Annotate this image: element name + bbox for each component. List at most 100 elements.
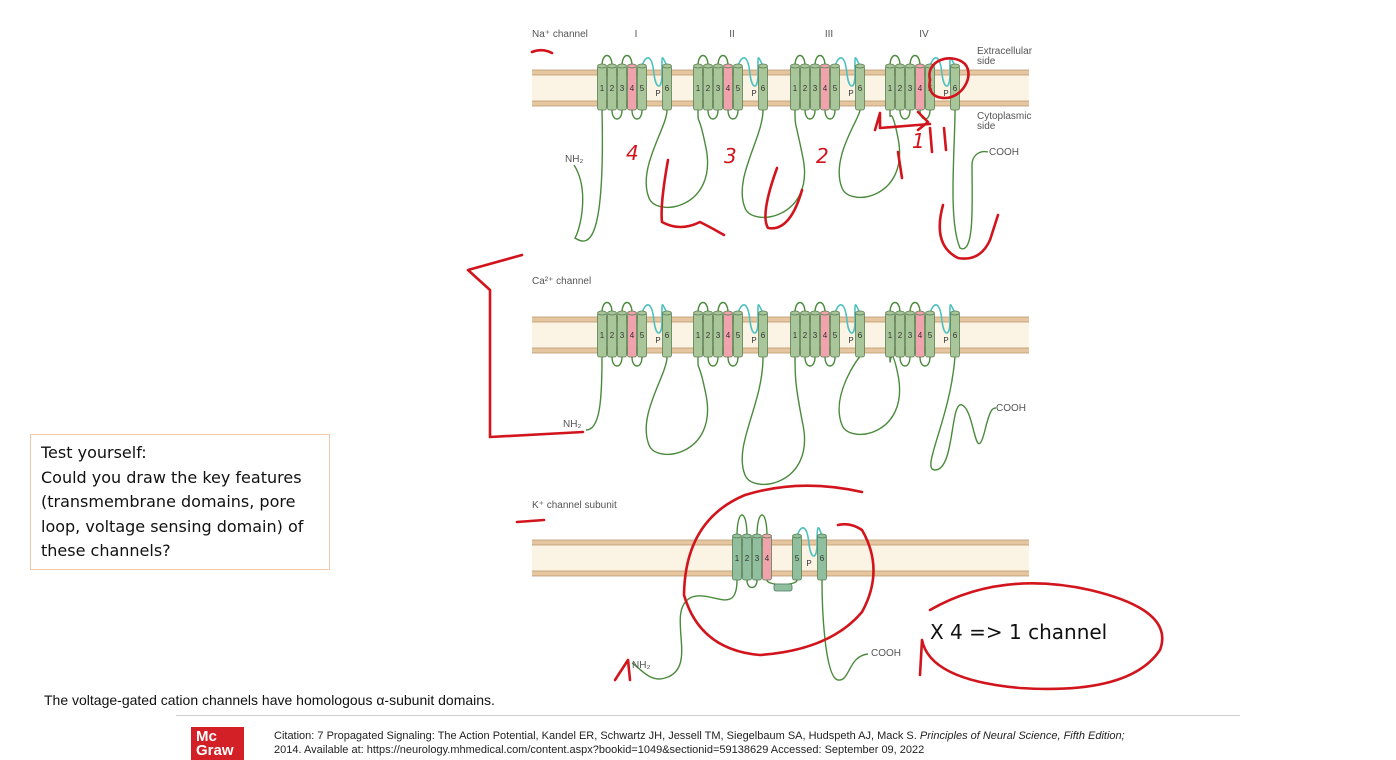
k-segment-3-label: 3 [755, 554, 760, 563]
domain-label-iii: III [825, 29, 833, 40]
k-pore-loop [796, 527, 823, 557]
citation-line-1: Citation: 7 Propagated Signaling: The Ac… [274, 729, 1234, 743]
logo-line-2: Graw [196, 742, 234, 759]
na-domain-4-segment-3-cap [905, 63, 915, 69]
na-domain-3-segment-2-cap [800, 63, 810, 69]
test-line-3: (transmembrane domains, pore [41, 492, 296, 511]
na-domain-2-segment-5-cap [733, 63, 743, 69]
na-domain-1-pore-label: P [655, 89, 660, 98]
ink-c-terminus-loop [938, 203, 1000, 260]
na-domain-4-segment-1-label: 1 [888, 84, 893, 93]
ca-domain-3-segment-3-label: 3 [813, 331, 818, 340]
k-loop-12 [736, 514, 748, 537]
na-domain-4-pore-label: P [943, 89, 948, 98]
k-c-terminus: COOH [871, 648, 901, 659]
na-n-terminal-chain [573, 109, 604, 242]
ink-circle-k-subunit [682, 484, 875, 657]
ca-domain-2-segment-5-cap [733, 310, 743, 316]
na-membrane-band-2 [532, 101, 1029, 106]
na-domain-3-segment-3-cap [810, 63, 820, 69]
citation-book-title: Principles of Neural Science, Fifth Edit… [919, 730, 1125, 742]
na-domain-2-loop-12 [697, 54, 709, 67]
ca-domain-4-segment-2-label: 2 [898, 331, 903, 340]
ca-domain-4-segment-6-cap [950, 310, 960, 316]
na-channel-title: Na⁺ channel [532, 29, 588, 40]
ca-n-terminal-chain [585, 356, 603, 431]
ca-domain-2-segment-1-label: 1 [696, 331, 701, 340]
na-domain-3-loop-12 [794, 54, 806, 67]
ca-domain-4-loop-12 [889, 301, 901, 314]
domain-label-i: I [635, 29, 638, 40]
k-membrane-band-1 [532, 540, 1029, 545]
ca-domain-3-loop-45 [824, 356, 836, 367]
ca-domain-1-loop-34 [621, 301, 633, 314]
ca-domain-4-segment-3-label: 3 [908, 331, 913, 340]
ca-domain-1-pore-label: P [655, 336, 660, 345]
k-segment-6-cap [817, 533, 827, 539]
na-domain-2-pore-loop [737, 57, 764, 87]
na-domain-1-loop-12 [601, 54, 613, 67]
ca-linker-1-2 [645, 356, 709, 456]
ink-loop-2 [764, 166, 804, 230]
k-membrane-band-2 [532, 571, 1029, 576]
ca-domain-3-loop-12 [794, 301, 806, 314]
na-domain-2-loop-23 [707, 109, 719, 120]
ca-domain-3-segment-4-label: 4 [823, 331, 828, 340]
na-domain-1-loop-23 [611, 109, 623, 120]
na-domain-3-segment-4-cap [820, 63, 830, 69]
ink-oval-note [918, 582, 1164, 691]
na-domain-4-loop-34 [909, 54, 921, 67]
na-c-terminus: COOH [989, 147, 1019, 158]
ca-domain-2-segment-4-cap [723, 310, 733, 316]
ca-domain-3-segment-3-cap [810, 310, 820, 316]
test-line-5: these channels? [41, 541, 171, 560]
ca-domain-2-segment-6-cap [758, 310, 768, 316]
ca-domain-4-segment-5-cap [925, 310, 935, 316]
ca-domain-2-pore-loop [737, 304, 764, 334]
na-domain-1-segment-6-label: 6 [665, 84, 670, 93]
na-domain-4-segment-6-cap [950, 63, 960, 69]
test-line-4: loop, voltage sensing domain) of [41, 516, 304, 536]
ca-domain-3-segment-4-cap [820, 310, 830, 316]
k-channel-title: K⁺ channel subunit [532, 500, 617, 511]
ink-mark-1 [928, 126, 948, 154]
ink-number-1: 1 [912, 129, 925, 153]
ca-domain-1-segment-6-cap [662, 310, 672, 316]
ca-domain-1-segment-2-cap [607, 310, 617, 316]
ca-domain-1-loop-12 [601, 301, 613, 314]
na-domain-2-loop-45 [727, 109, 739, 120]
na-domain-1-segment-5-cap [637, 63, 647, 69]
citation: Citation: 7 Propagated Signaling: The Ac… [274, 729, 1234, 757]
ca-domain-4-segment-4-label: 4 [918, 331, 923, 340]
ink-mark-2 [896, 150, 904, 180]
na-domain-4-loop-12 [889, 54, 901, 67]
ca-domain-2-segment-6-label: 6 [761, 331, 766, 340]
ca-linker-3-4 [838, 355, 901, 435]
ink-number-2: 2 [816, 144, 829, 168]
ca-domain-3-pore-label: P [848, 336, 853, 345]
ca-c-terminal-chain [930, 356, 997, 471]
k-segment-2-cap [742, 533, 752, 539]
ca-domain-2-loop-23 [707, 356, 719, 367]
ca-domain-4-segment-3-cap [905, 310, 915, 316]
ca-domain-1-segment-3-label: 3 [620, 331, 625, 340]
na-domain-4-segment-6-label: 6 [953, 84, 958, 93]
na-domain-3-segment-4-label: 4 [823, 84, 828, 93]
ca-domain-4-loop-45 [919, 356, 931, 367]
ca-domain-1-loop-45 [631, 356, 643, 367]
k-segment-1-label: 1 [735, 554, 740, 563]
extracellular-label-1: Extracellular [977, 46, 1033, 57]
k-segment-2-label: 2 [745, 554, 750, 563]
ca-domain-1-loop-23 [611, 356, 623, 367]
na-domain-1-pore-loop [641, 57, 668, 87]
na-domain-4-loop-23 [899, 109, 911, 120]
na-domain-4-segment-4-cap [915, 63, 925, 69]
mcgraw-logo: Mc Graw [191, 727, 244, 760]
ca-c-terminus: COOH [996, 403, 1026, 414]
na-domain-2-segment-4-cap [723, 63, 733, 69]
ca-domain-3-pore-loop [834, 304, 861, 334]
na-domain-1-segment-4-cap [627, 63, 637, 69]
ink-loop-3 [660, 158, 726, 237]
ca-domain-3-segment-6-cap [855, 310, 865, 316]
na-domain-4-segment-1-cap [885, 63, 895, 69]
